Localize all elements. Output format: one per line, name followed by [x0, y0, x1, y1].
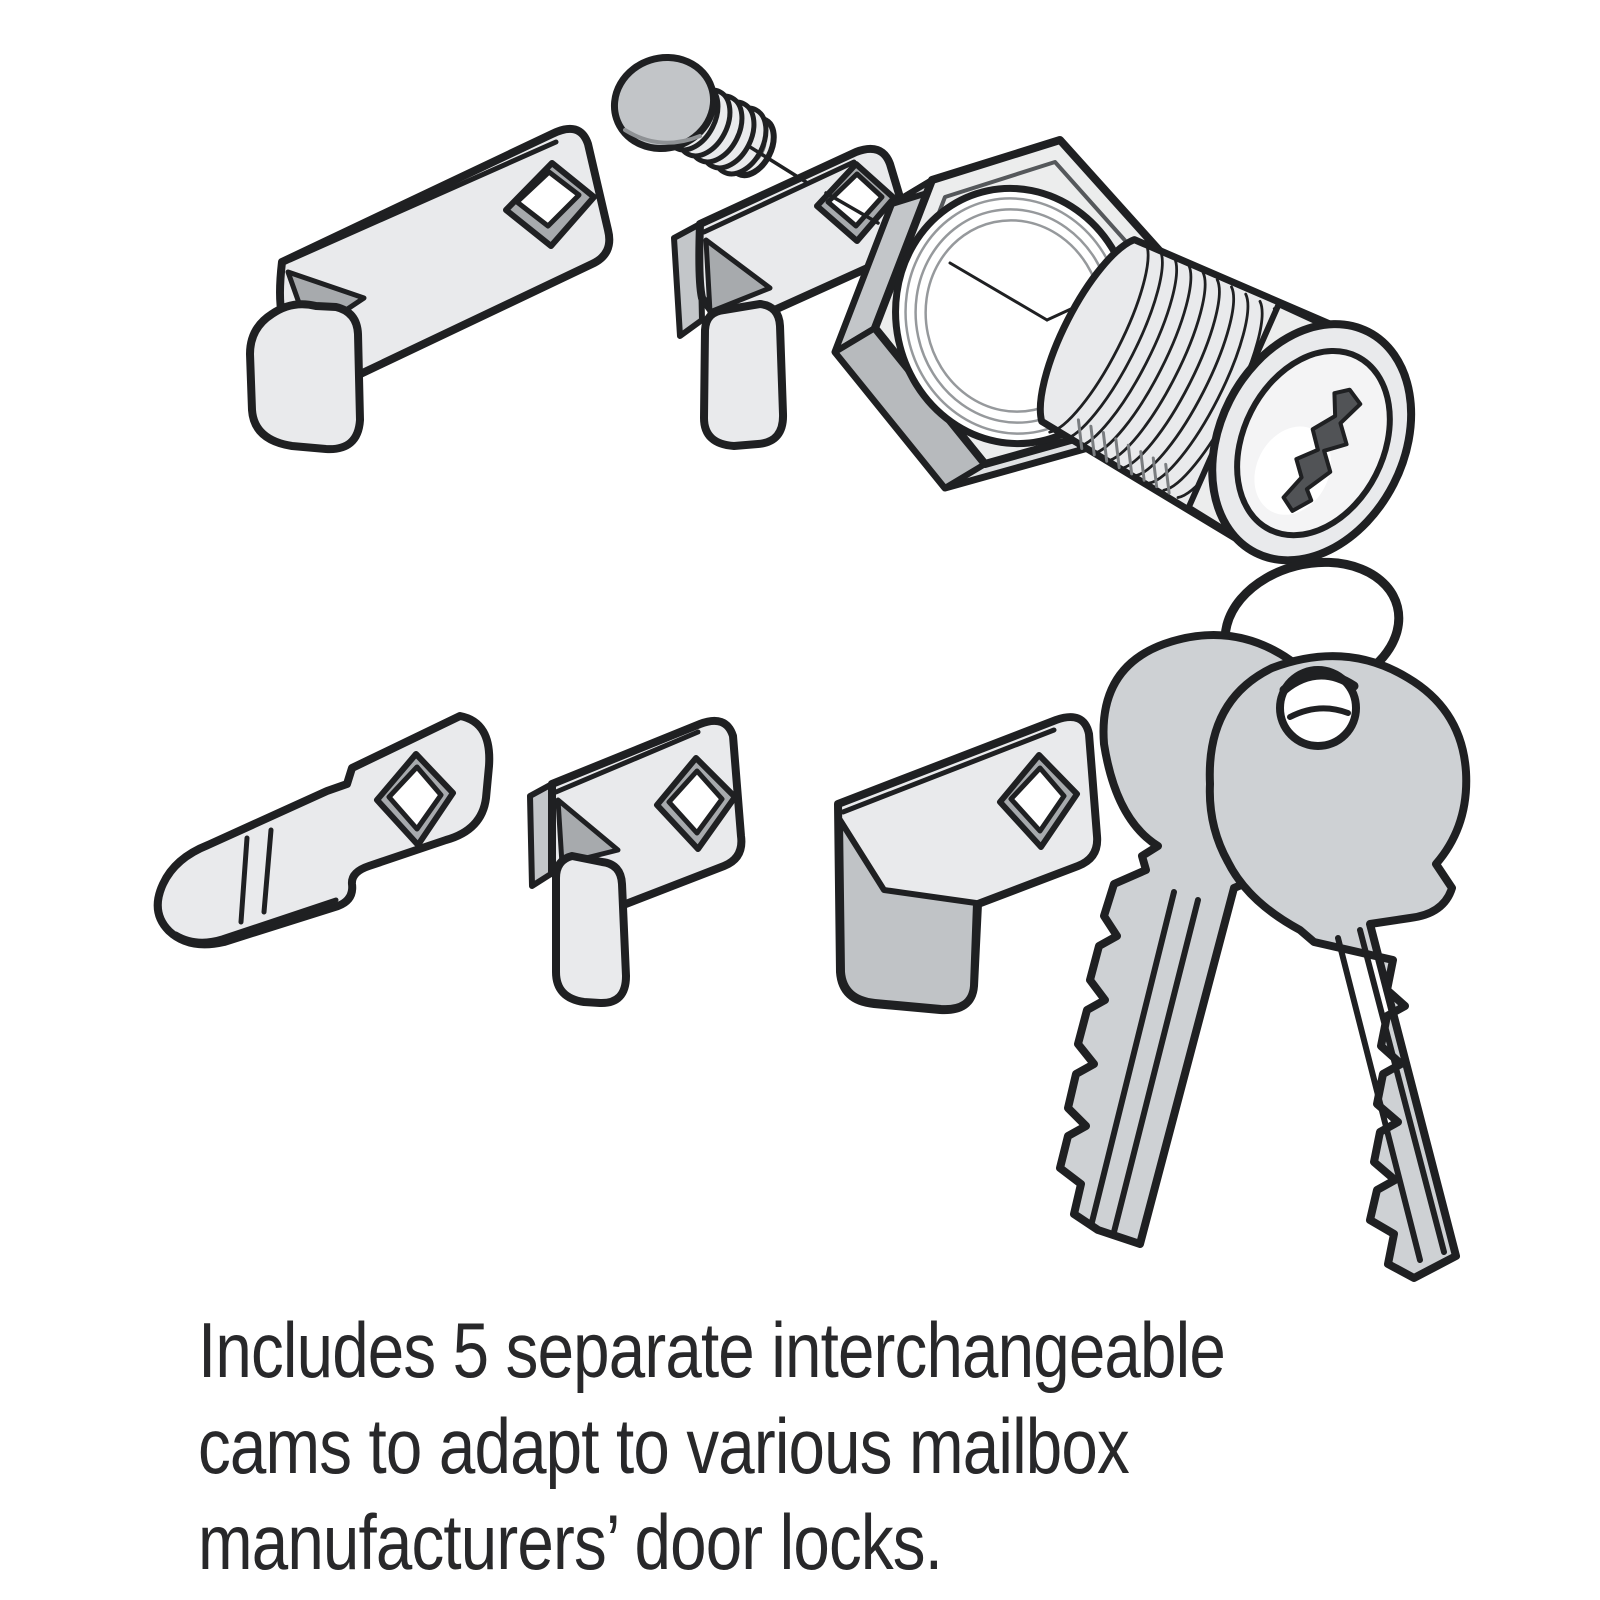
cam-long-offset-icon	[246, 124, 614, 454]
cam-hook-short-icon	[527, 717, 746, 1007]
keys-on-ring-icon	[1056, 557, 1471, 1282]
caption-line: Includes 5 separate interchangeable	[198, 1306, 1226, 1394]
cam-right-angle-icon	[834, 713, 1102, 1015]
caption: Includes 5 separate interchangeable cams…	[198, 1302, 1458, 1590]
cam-flat-notched-icon	[153, 712, 494, 949]
caption-line: cams to adapt to various mailbox	[198, 1402, 1130, 1490]
caption-line: manufacturers’ door locks.	[198, 1498, 943, 1586]
keyway	[1281, 387, 1363, 513]
assembly-axis-line	[748, 145, 880, 225]
mounting-screw-icon	[610, 53, 777, 179]
cam-hook-medium-icon	[671, 145, 914, 450]
key-front	[1205, 652, 1471, 1282]
lock-cylinder-icon	[1036, 236, 1416, 565]
